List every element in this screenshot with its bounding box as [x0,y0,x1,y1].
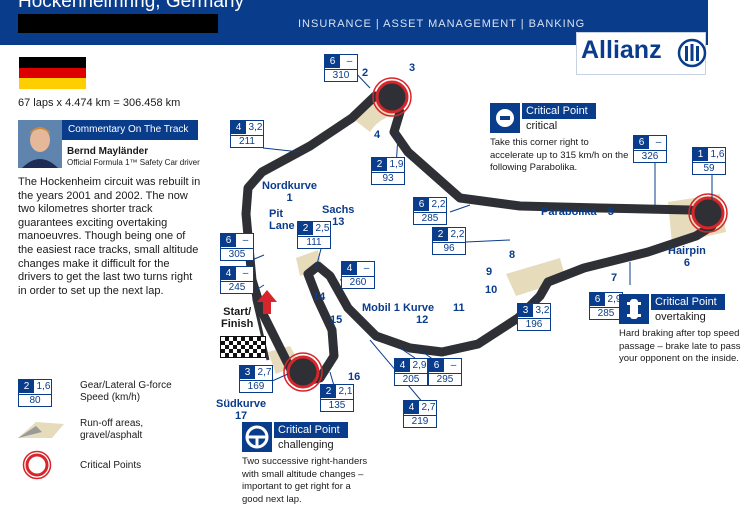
critical-point-sudkurve: Critical Point challenging Two successiv… [242,422,372,505]
corner-11: 11 [453,302,465,314]
redaction-block [18,14,218,33]
critical-point-text: Take this corner right to accelerate up … [490,137,629,173]
corner-number: 6 [683,257,691,269]
gear-box-start-straight: 4–245 [220,266,254,294]
corner-16: 16 [348,371,361,383]
corner-17-sudkurve: Südkurve 17 [216,398,266,422]
corner-13-sachs: Sachs 13 [322,204,354,228]
checkered-flag-icon [220,336,266,358]
gear-box-parabolika-top: 6–326 [633,135,667,163]
flag-stripe-red [19,67,86,79]
critical-point-ring-sudkurve [283,352,323,392]
critical-point-level: critical [526,120,558,132]
corner-12-mobil1: Mobil 1 Kurve 12 [362,302,434,326]
critical-point-ring-hairpin [688,193,728,233]
corner-9: 9 [486,266,493,278]
corner-14: 14 [313,291,326,303]
corner-10: 10 [485,284,498,296]
corner-8: 8 [509,249,516,261]
corner-name: Südkurve [216,398,267,410]
gear-box-pit-straight: 6–305 [220,233,254,261]
corner-number: 13 [332,216,345,228]
critical-point-text: Hard braking after top speed passage – b… [619,328,741,364]
corner-number: 17 [234,410,248,422]
corner-name: Mobil 1 Kurve [362,302,435,314]
logo-wordmark: Allianz [581,36,662,64]
flag-stripe-black [19,57,86,68]
gear-box-turn11: 6–295 [428,358,462,386]
corner-7: 7 [611,272,618,284]
start-finish-label: Start/ Finish [221,306,254,330]
corner-name: Parabolika [541,206,597,218]
header-nav[interactable]: INSURANCE | ASSET MANAGEMENT | BANKING [298,18,586,30]
pit-lane-label: Pit Lane [269,208,295,232]
allianz-logo[interactable]: Allianz [576,32,707,75]
critical-point-title: Critical Point [274,422,348,438]
corner-2: 2 [362,67,369,79]
corner-name: Hairpin [668,245,706,257]
critical-point-hairpin: Critical Point overtaking Hard braking a… [619,294,749,380]
germany-flag [19,57,86,89]
corner-4: 4 [374,129,381,141]
legend-critical-text: Critical Points [80,460,142,471]
brake-pedal-icon [490,103,520,133]
corner-number: 5 [607,206,614,218]
start-arrow-icon [257,290,277,314]
legend-gear-text: Gear/Lateral G-force Speed (km/h) [80,380,172,403]
commentary-text: The Hockenheim circuit was rebuilt in th… [18,176,201,297]
corner-name: Sachs [322,204,355,216]
overtaking-car-icon [619,294,649,324]
critical-point-level: challenging [278,439,334,451]
critical-point-title: Critical Point [651,294,725,310]
corner-name: Nordkurve [262,180,318,192]
commentary-heading: Commentary On The Track [62,120,198,140]
legend-runoff-text: Run-off areas, gravel/asphalt [80,418,144,441]
corner-15: 15 [330,314,343,326]
steering-wheel-icon [242,422,272,452]
corner-6-hairpin: Hairpin 6 [668,245,706,269]
critical-point-turn2: Critical Point critical Take this corner… [490,103,650,193]
header-bar: Hockenheimring, Germany INSURANCE | ASSE… [0,0,708,45]
commentator-role: Official Formula 1™ Safety Car driver [67,158,200,167]
driver-photo [18,120,62,168]
lap-count: 67 laps x 4.474 km = 306.458 km [18,97,181,109]
flag-stripe-gold [19,78,86,89]
legend-runoff-swatch [18,422,64,438]
gear-box-turn2: 6–310 [324,54,358,82]
allianz-eagle-icon [677,38,707,68]
critical-point-ring-turn2 [372,77,412,117]
page-title: Hockenheimring, Germany [18,0,244,12]
critical-point-title: Critical Point [522,103,596,119]
track-path [241,91,717,387]
critical-point-text: Two successive right-handers with small … [242,456,368,505]
commentator-name: Bernd Mayländer [67,146,149,157]
corner-3: 3 [409,62,416,74]
gear-box-turn13: 4–260 [341,261,375,289]
corner-5-parabolika: Parabolika 5 [541,206,614,218]
corner-1-nordkurve: Nordkurve 1 [262,180,317,204]
legend-critical-icon [22,450,52,480]
critical-point-level: overtaking [655,311,706,323]
corner-number: 1 [286,192,293,204]
corner-number: 12 [416,314,429,326]
